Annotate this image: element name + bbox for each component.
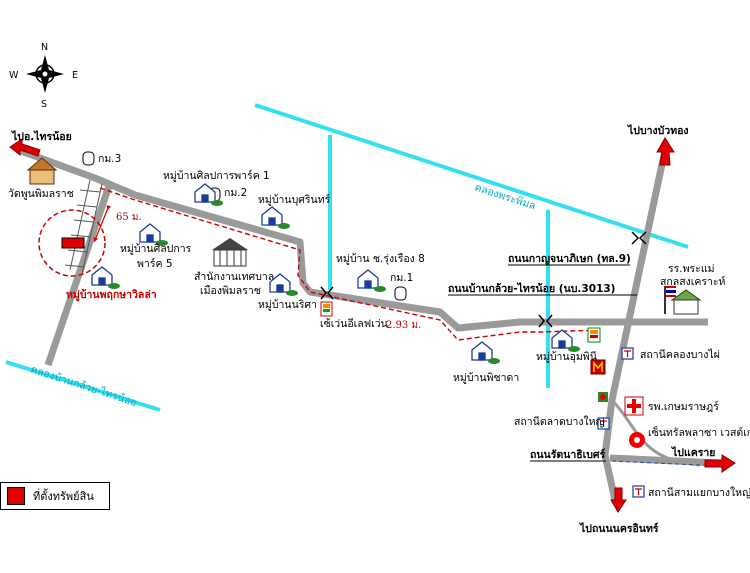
- arrow-south-icon: [610, 487, 627, 513]
- hatched-lane: [64, 179, 103, 275]
- seven-eleven-icon-2: [587, 327, 601, 343]
- legend-property-swatch: [7, 487, 25, 505]
- label-hospital: รพ.เกษมราษฎร์: [648, 400, 719, 413]
- label-station-sam-yaek: สถานีสามแยกบางใหญ่: [648, 486, 750, 499]
- house-icon: [91, 183, 580, 364]
- property-circle: [38, 209, 106, 277]
- restaurant-icon: [590, 359, 606, 375]
- distance-65-arrow: [93, 204, 112, 243]
- label-km2: กม.2: [224, 187, 247, 199]
- canal-ban-kluai: [5, 360, 161, 412]
- canal-phra-phimon: [254, 103, 689, 249]
- label-municipal-2: เมืองพิมลราช: [200, 284, 261, 297]
- label-station-talad: สถานีตลาดบางใหญ่: [514, 415, 605, 428]
- legend-label: ที่ตั้งทรัพย์สิน: [33, 490, 94, 503]
- label-central: เซ็นทรัลพลาซา เวสต์เกต: [648, 425, 750, 439]
- label-wat: วัดพูนพิมลราช: [8, 188, 74, 200]
- train-station-icon: [597, 347, 645, 498]
- junction-icon: [320, 231, 647, 328]
- seven-eleven-icon: [320, 301, 333, 317]
- compass-n: N: [41, 42, 48, 53]
- temple-icon: [26, 157, 58, 185]
- arrow-east-icon: [704, 454, 736, 473]
- label-school-2: สกลสงเคราะห์: [660, 275, 726, 288]
- label-to-bang-bua-thong: ไปบางบัวทอง: [627, 124, 689, 137]
- label-phaisarn: หมู่บ้านพิชาดา: [453, 372, 519, 384]
- label-school-1: รร.พระแม่: [668, 263, 715, 275]
- label-pruksa-villa: หมู่บ้านพฤกษาวิลล่า: [66, 288, 157, 302]
- label-nakhon-inn: หมู่บ้านบุศรินทร์: [258, 193, 331, 206]
- label-chumphon: หมู่บ้านอุมพินี: [536, 350, 597, 363]
- shop-icon: [598, 392, 608, 402]
- label-km3: กม.3: [98, 153, 121, 165]
- label-khlong-ban-kluai: คลองบ้านกล้วย-ไทรน้อย: [29, 362, 138, 409]
- label-293m: 2.93 ม.: [386, 320, 421, 331]
- label-rungruang: หมู่บ้าน ช.รุ่งเรือง 8: [336, 252, 425, 265]
- compass-icon: [26, 55, 64, 93]
- compass-e: E: [72, 70, 78, 81]
- label-ban-kluai-sai-noi: ถนนบ้านกล้วย-ไทรน้อย (นบ.3013): [448, 282, 615, 295]
- label-to-nonthaburi: ไปถนนนครอินทร์: [579, 522, 659, 535]
- label-km1: กม.1: [390, 272, 413, 284]
- label-kanchanaphisek: ถนนกาญจนาภิเษก (ทล.9): [508, 253, 631, 265]
- hospital-icon: [624, 396, 644, 416]
- label-seven-eleven: เซ้เว่นอีเลฟเว่น: [320, 317, 388, 330]
- road-rattanathibet: [609, 454, 721, 467]
- label-silpakorn-park5-2: พาร์ค 5: [137, 257, 173, 270]
- label-to-thai-noi: ไปอ.ไทรน้อย: [11, 130, 72, 143]
- label-silpakorn-park1: หมู่บ้านศิลปการพาร์ค 1: [163, 169, 270, 182]
- compass-w: W: [9, 70, 19, 81]
- legend-box: ที่ตั้งทรัพย์สิน: [0, 482, 110, 510]
- road-ban-kluai-sai-noi: [16, 146, 708, 332]
- label-to-khae-rai: ไปแคราย: [671, 446, 715, 459]
- arrow-north-icon: [656, 137, 675, 166]
- label-narisa: หมู่บ้านนริศา: [258, 299, 317, 311]
- label-rattanathibet: ถนนรัตนาธิเบศร์: [530, 448, 606, 461]
- route-to-property: [99, 187, 601, 341]
- label-municipal-1: สำนักงานเทศบาล: [194, 271, 274, 283]
- municipal-building-icon: [212, 238, 248, 267]
- label-station-khlong-bang-phai: สถานีคลองบางไผ่: [640, 348, 720, 361]
- compass-s: S: [41, 99, 47, 110]
- central-logo-icon: [629, 432, 645, 448]
- property-marker: [61, 237, 85, 249]
- label-65m: 65 ม.: [116, 212, 142, 223]
- arrow-west-icon: [9, 138, 41, 157]
- label-silpakorn-park5-1: หมู่บ้านศิลปการ: [120, 243, 192, 255]
- school-icon: [664, 286, 702, 315]
